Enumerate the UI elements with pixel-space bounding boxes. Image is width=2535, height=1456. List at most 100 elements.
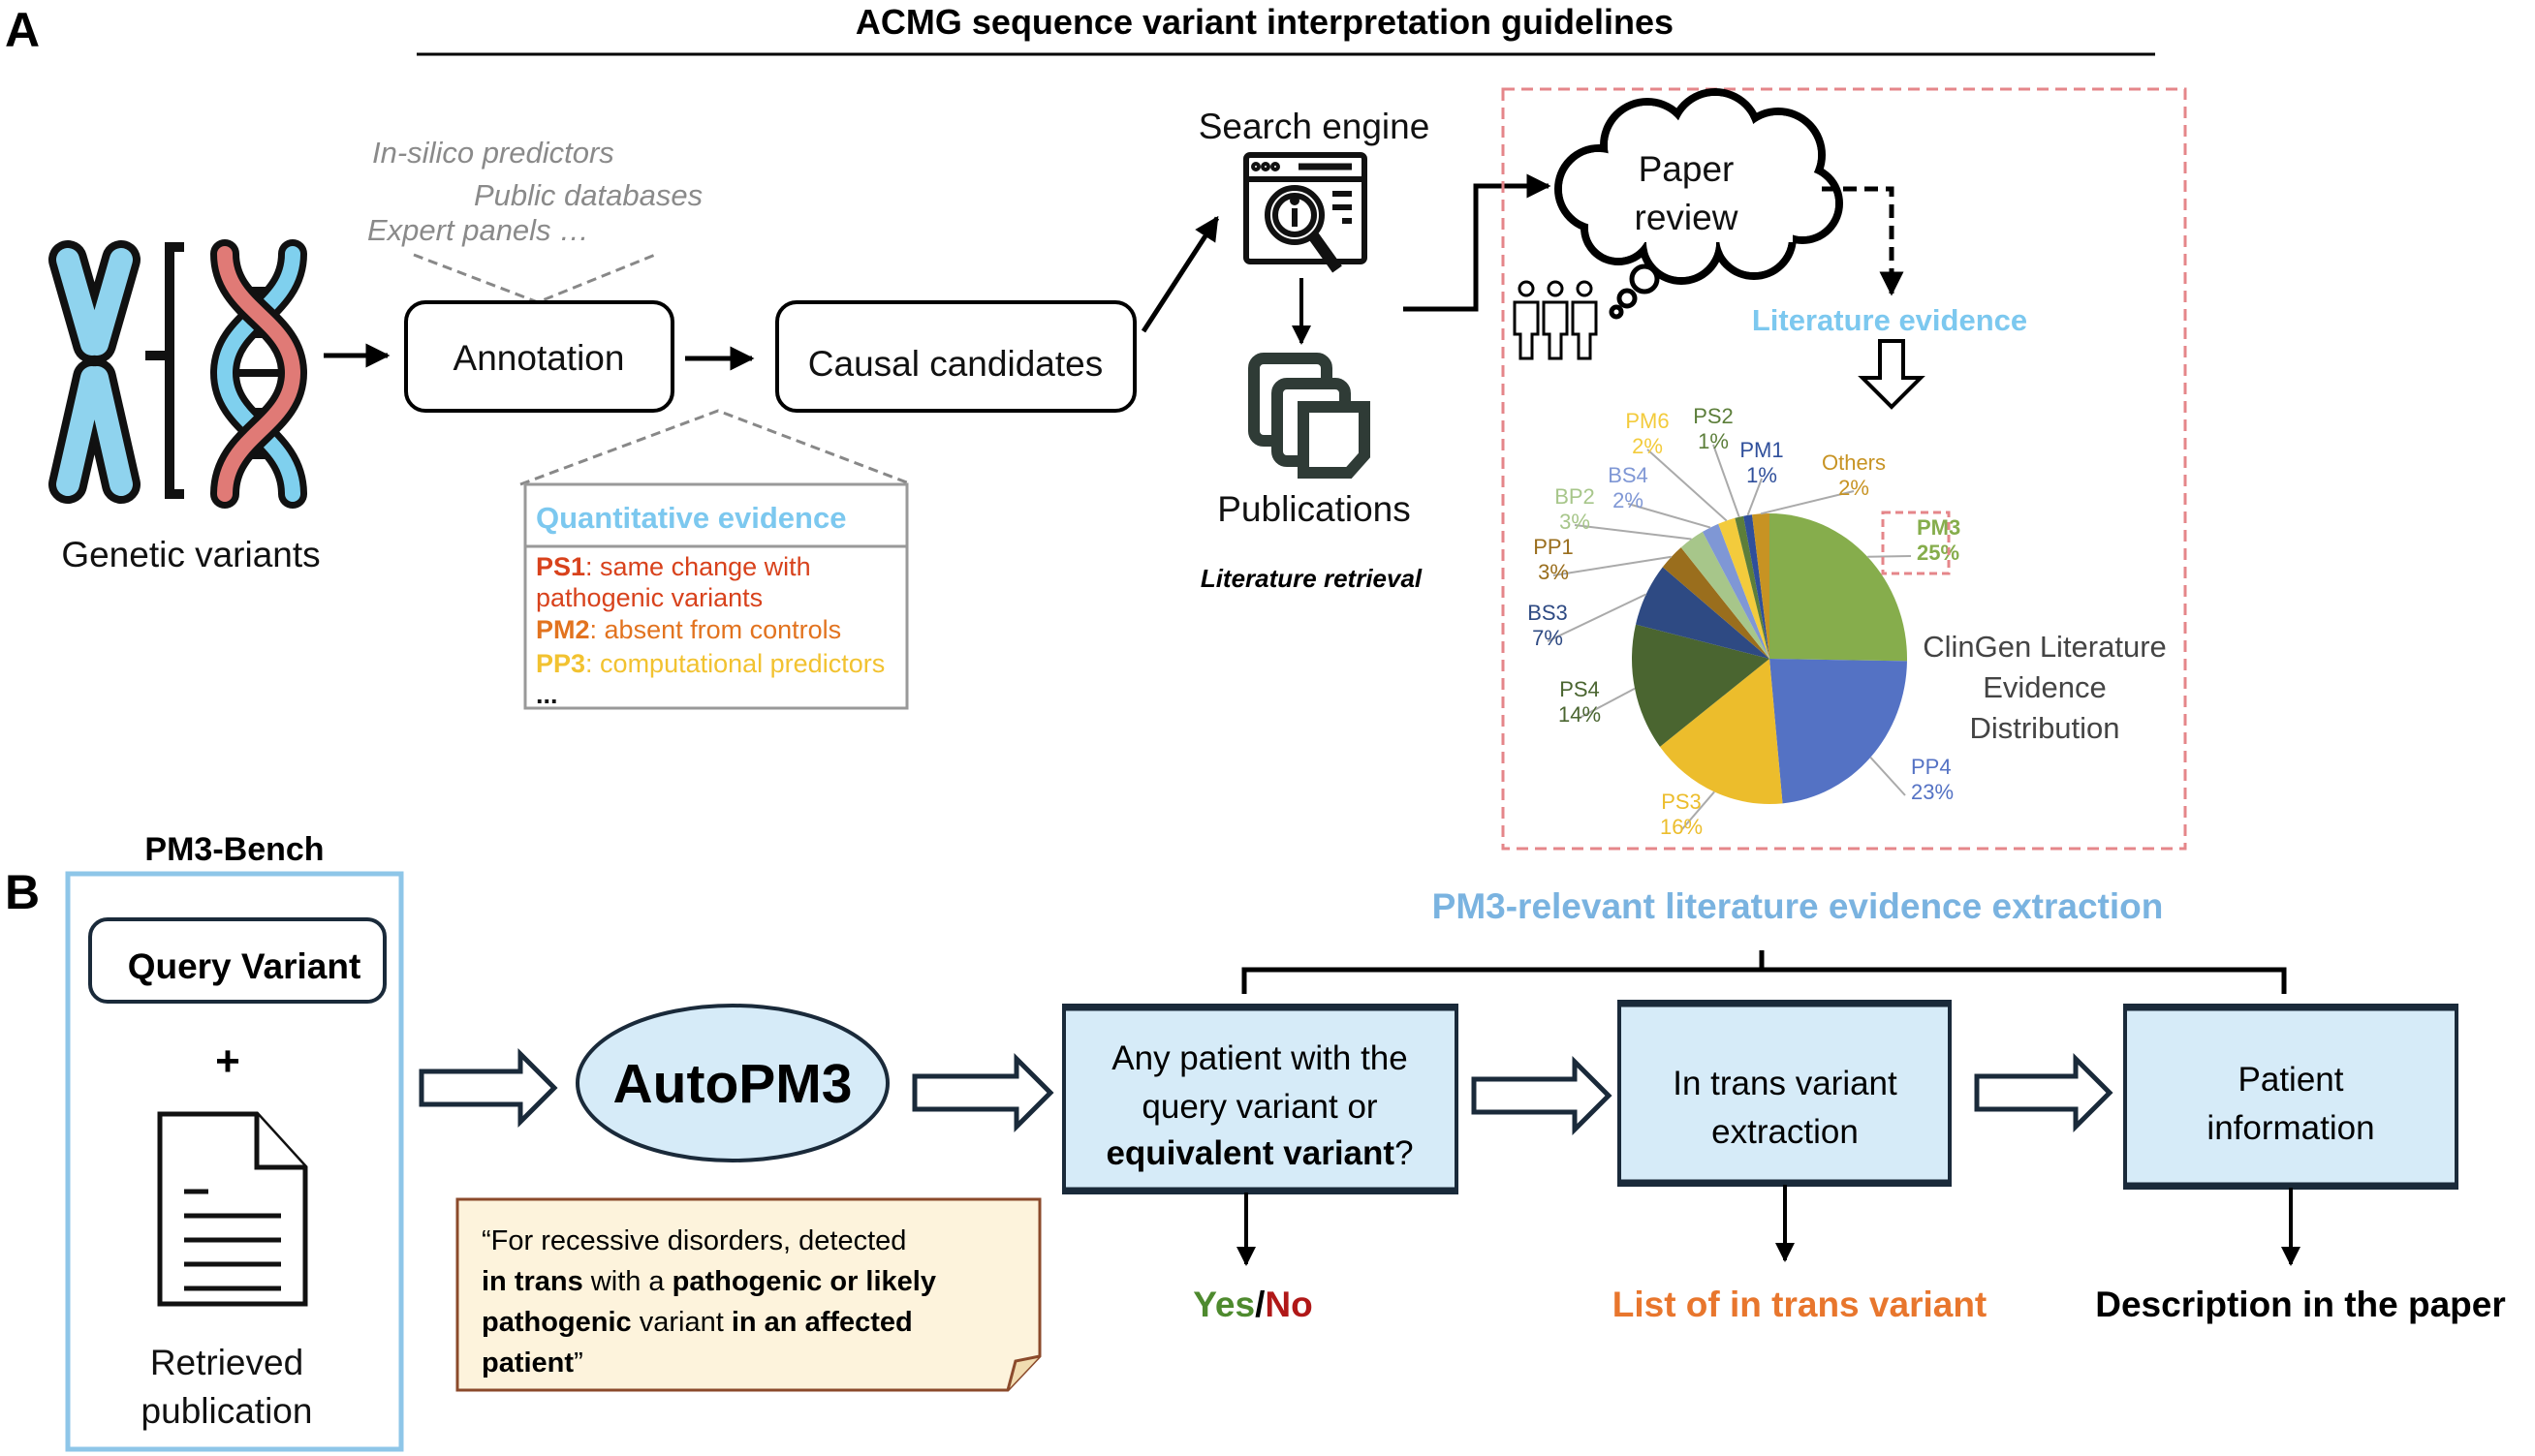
pm3-bench-title: PM3-Bench: [144, 831, 324, 868]
causal-candidates-box: Causal candidates: [775, 300, 1137, 413]
extraction-title: PM3-relevant literature evidence extract…: [1432, 886, 2164, 926]
autopm3-label: AutoPM3: [613, 1053, 853, 1115]
pie-slice-pm1: [1743, 514, 1769, 659]
leader-line-bs3: [1547, 593, 1647, 642]
pie-slice-bs3: [1636, 567, 1769, 659]
pie-slice-pp4: [1769, 659, 1907, 804]
publications-icon: [1248, 353, 1370, 479]
output-yes-no: Yes/No: [1193, 1285, 1312, 1324]
pie-slice-ps2: [1735, 515, 1769, 659]
step1-line2: query variant or: [1142, 1088, 1378, 1126]
search-engine-label: Search engine: [1199, 107, 1430, 146]
query-variant-box: Query Variant: [88, 917, 387, 1004]
hollow-down-arrow: [1858, 339, 1925, 410]
hollow-arrow-to-autopm3: [419, 1047, 558, 1129]
genetic-variants-label: Genetic variants: [61, 535, 320, 574]
source-expert-panels: Expert panels …: [367, 213, 589, 247]
source-in-silico: In-silico predictors: [372, 136, 614, 170]
literature-retrieval-label: Literature retrieval: [1201, 564, 1423, 593]
pie-slice-pm6: [1718, 517, 1769, 659]
quantitative-evidence-title: Quantitative evidence: [536, 501, 846, 535]
query-variant-label: Query Variant: [128, 946, 361, 986]
leader-line-bp2: [1574, 524, 1692, 541]
leader-line-others: [1760, 490, 1855, 515]
hollow-arrow-to-step1: [912, 1052, 1054, 1133]
retrieved-publication-line2: publication: [141, 1391, 313, 1431]
leader-line-ps4: [1579, 687, 1636, 719]
literature-evidence-region: [1501, 87, 2187, 851]
evidence-ps1: PS1: same change with: [536, 552, 811, 581]
output-in-trans-list: List of in trans variant: [1612, 1285, 1987, 1324]
chart-title-line1: ClinGen Literature: [1923, 630, 2167, 664]
paper-review-line1: Paper: [1639, 149, 1735, 189]
hollow-arrow-to-step2: [1471, 1055, 1612, 1136]
step2-line1: In trans variant: [1673, 1065, 1897, 1102]
pie-slice-ps3: [1660, 659, 1783, 804]
step3-line2: information: [2206, 1109, 2374, 1147]
step-in-trans-extraction-box: In trans variant extraction: [1617, 1000, 1952, 1187]
pm3-definition-note: “For recessive disorders, detected in tr…: [455, 1197, 1042, 1392]
step2-line2: extraction: [1711, 1113, 1859, 1151]
document-icon: [157, 1111, 308, 1307]
pie-slice-bs4: [1702, 523, 1769, 659]
note-line4: patient”: [482, 1348, 583, 1379]
note-line3: pathogenic variant in an affected: [482, 1307, 913, 1338]
evidence-ellipsis: ...: [536, 680, 558, 709]
thought-bubbles-icon: [1609, 263, 1660, 320]
evidence-ps1-cont: pathogenic variants: [536, 583, 763, 612]
step1-line3: equivalent variant?: [1106, 1134, 1413, 1172]
source-public-databases: Public databases: [474, 178, 703, 212]
leader-line-pm1: [1746, 478, 1763, 516]
arrow-to-paper-review: [1403, 173, 1551, 312]
pm3-bench-box: [65, 871, 404, 1452]
annotation-label: Annotation: [454, 338, 625, 378]
reviewers-people-icon: [1513, 280, 1598, 360]
arrow-to-search-engine: [1141, 215, 1220, 333]
paper-review-line2: review: [1635, 198, 1738, 237]
panel-a-title: ACMG sequence variant interpretation gui…: [856, 2, 1674, 42]
evidence-dashed-connector: [519, 409, 913, 486]
step-patient-information-box: Patient information: [2123, 1004, 2458, 1190]
step1-line1: Any patient with the: [1111, 1039, 1407, 1077]
pie-slice-pp1: [1662, 547, 1769, 659]
pie-slice-ps4: [1632, 624, 1769, 747]
retrieved-publication-line1: Retrieved: [150, 1343, 303, 1382]
step-equivalent-variant-box: Any patient with the query variant or eq…: [1062, 1004, 1458, 1194]
leader-line-bs4: [1627, 503, 1711, 529]
pie-slice-pm3: [1769, 513, 1907, 662]
sources-dashed-connector: [413, 253, 656, 304]
chart-title-line2: Evidence: [1983, 670, 2107, 704]
leader-line-ps2: [1712, 444, 1740, 518]
paper-review-cloud: Paper review: [1554, 88, 1843, 285]
dashed-arrow-to-evidence: [1822, 186, 1904, 296]
quantitative-evidence-box: Quantitative evidence PS1: same change w…: [523, 482, 909, 710]
leader-line-pm3: [1867, 555, 1912, 558]
note-line2: in trans with a pathogenic or likely: [482, 1266, 936, 1297]
chart-title-line3: Distribution: [1969, 711, 2119, 745]
pie-slice-bp2: [1680, 531, 1769, 659]
evidence-pm2: PM2: absent from controls: [536, 615, 841, 644]
publications-label: Publications: [1217, 489, 1411, 529]
causal-candidates-label: Causal candidates: [808, 344, 1103, 384]
evidence-pp3: PP3: computational predictors: [536, 649, 885, 678]
panel-a-label: A: [5, 3, 40, 57]
pm3-highlight-box: [1881, 511, 1951, 575]
panel-b-label: B: [5, 865, 40, 919]
step3-line1: Patient: [2238, 1061, 2344, 1099]
pie-slice-others: [1752, 513, 1769, 659]
output-description: Description in the paper: [2095, 1285, 2506, 1324]
